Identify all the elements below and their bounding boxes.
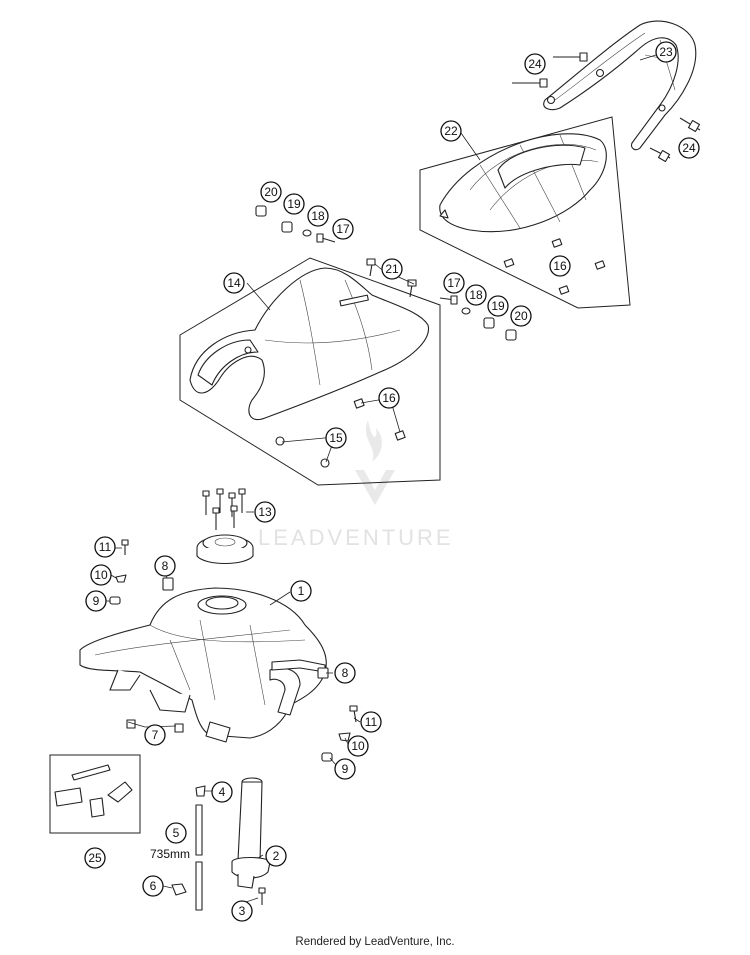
watermark-text: LEADVENTURE <box>258 525 454 550</box>
svg-text:18: 18 <box>469 288 483 302</box>
svg-text:15: 15 <box>329 431 343 445</box>
decal-kit-part <box>54 764 133 818</box>
svg-text:3: 3 <box>239 904 246 918</box>
callout-10-right: 10 <box>347 735 369 757</box>
hardware-8-11-right <box>317 667 358 762</box>
callout-5: 5 <box>165 822 187 844</box>
svg-text:14: 14 <box>227 276 241 290</box>
svg-text:11: 11 <box>365 715 378 729</box>
bolt-24-parts <box>512 52 701 163</box>
callout-19-right: 19 <box>487 295 509 317</box>
decal-kit-frame <box>49 754 141 834</box>
rear-seat-clips <box>503 238 606 295</box>
callout-23: 23 <box>655 41 677 63</box>
svg-text:22: 22 <box>444 124 458 138</box>
front-seat-part <box>189 267 429 420</box>
svg-text:4: 4 <box>219 785 226 799</box>
watermark-logo: LEADVENTURE <box>258 420 454 550</box>
svg-text:6: 6 <box>150 879 157 893</box>
fuel-cap-part <box>196 534 254 564</box>
hardware-8-11-left <box>109 539 174 605</box>
svg-text:24: 24 <box>682 141 696 155</box>
svg-text:7: 7 <box>152 728 159 742</box>
svg-text:10: 10 <box>351 739 365 753</box>
svg-text:1: 1 <box>298 584 305 598</box>
callout-3: 3 <box>231 900 253 922</box>
svg-text:20: 20 <box>514 309 528 323</box>
svg-text:17: 17 <box>447 276 461 290</box>
callout-2: 2 <box>265 845 287 867</box>
fuel-pump-part <box>231 777 271 905</box>
svg-text:16: 16 <box>382 391 396 405</box>
callout-24-upper: 24 <box>524 53 546 75</box>
callout-22: 22 <box>440 120 462 142</box>
footer-credit: Rendered by LeadVenture, Inc. <box>295 936 455 948</box>
svg-text:8: 8 <box>342 666 349 680</box>
callout-18-left: 18 <box>307 205 329 227</box>
callout-14: 14 <box>223 272 245 294</box>
hardware-17-20-left <box>255 205 336 243</box>
svg-text:21: 21 <box>385 262 399 276</box>
callout-24-lower: 24 <box>678 137 700 159</box>
clamp-4-part <box>195 785 206 797</box>
callout-9-left: 9 <box>85 590 107 612</box>
callout-4: 4 <box>211 781 233 803</box>
callout-11-left: 11 <box>94 536 116 558</box>
svg-text:24: 24 <box>528 57 542 71</box>
grab-handle-part <box>543 20 697 151</box>
svg-text:23: 23 <box>659 45 673 59</box>
callout-19-left: 19 <box>283 193 305 215</box>
callout-16-front: 16 <box>378 387 400 409</box>
svg-text:13: 13 <box>258 505 272 519</box>
callout-10-left: 10 <box>90 564 112 586</box>
svg-text:9: 9 <box>93 594 100 608</box>
front-seat-group-frame <box>179 257 441 486</box>
fuel-hose-part <box>195 804 203 911</box>
rear-seat-part <box>439 133 607 233</box>
svg-text:19: 19 <box>287 197 301 211</box>
callout-8-lower: 8 <box>334 662 356 684</box>
callout-8-upper: 8 <box>154 555 176 577</box>
svg-text:9: 9 <box>342 762 349 776</box>
svg-text:18: 18 <box>311 209 325 223</box>
svg-text:10: 10 <box>94 568 108 582</box>
svg-text:2: 2 <box>273 849 280 863</box>
callout-11-right: 11 <box>360 711 382 733</box>
fuel-tank-part <box>79 587 327 743</box>
callout-15: 15 <box>325 427 347 449</box>
callout-9-right: 9 <box>334 758 356 780</box>
svg-text:8: 8 <box>162 559 169 573</box>
callout-17-left: 17 <box>332 218 354 240</box>
svg-text:17: 17 <box>336 222 350 236</box>
callout-13: 13 <box>254 501 276 523</box>
callout-20-right: 20 <box>510 305 532 327</box>
clamp-6-part <box>171 883 187 896</box>
front-seat-clips <box>275 398 406 468</box>
callout-6: 6 <box>142 875 164 897</box>
callout-7: 7 <box>144 724 166 746</box>
svg-text:5: 5 <box>173 826 180 840</box>
svg-text:20: 20 <box>264 185 278 199</box>
callout-25: 25 <box>84 847 106 869</box>
callout-16-rear: 16 <box>549 255 571 277</box>
svg-text:11: 11 <box>99 540 112 554</box>
callout-20-left: 20 <box>260 181 282 203</box>
svg-text:25: 25 <box>88 851 102 865</box>
callout-17-right: 17 <box>443 272 465 294</box>
svg-text:16: 16 <box>553 259 567 273</box>
bolt-13-parts <box>202 488 246 530</box>
callout-18-right: 18 <box>465 284 487 306</box>
callout-1: 1 <box>290 580 312 602</box>
svg-text:19: 19 <box>491 299 505 313</box>
rear-seat-group-frame <box>419 116 631 309</box>
hose-length-label: 735mm <box>150 847 190 861</box>
callout-21: 21 <box>381 258 403 280</box>
hardware-17-20-right <box>439 295 517 341</box>
